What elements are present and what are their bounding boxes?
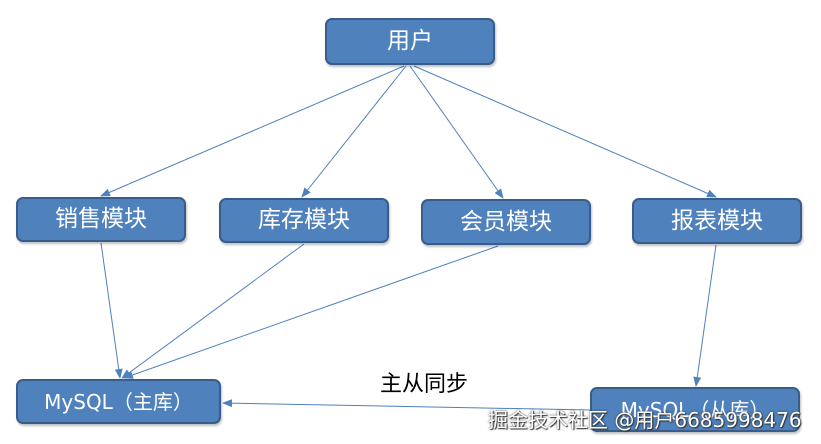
node-report-module: 报表模块 [632,198,802,244]
node-member-module: 会员模块 [421,199,591,245]
node-member-module-label: 会员模块 [460,208,552,235]
node-stock-module: 库存模块 [219,198,389,243]
node-sales-module: 销售模块 [16,197,186,242]
node-master-db-label: MySQL（主库） [44,389,193,414]
node-slave-db: MySQL（从库） [590,387,800,432]
edge-label-sync: 主从同步 [380,372,469,397]
edge-stock-master [121,243,305,379]
edge-slave-master [222,399,591,411]
node-master-db: MySQL（主库） [16,379,221,424]
node-user-label: 用户 [387,28,433,54]
edge-sales-master [100,242,123,379]
node-slave-db-label: MySQL（从库） [620,397,770,422]
edge-user-member [409,65,504,199]
node-stock-module-label: 库存模块 [258,207,350,233]
edge-report-slave [693,244,717,387]
node-user: 用户 [325,18,495,65]
watermark: 掘金技术社区 @用户6685998476 [488,408,802,432]
edge-user-sales [100,65,405,197]
edge-user-report [413,65,717,198]
edge-member-master [123,245,499,379]
edge-user-stock [301,65,407,198]
node-report-module-label: 报表模块 [671,207,763,234]
node-sales-module-label: 销售模块 [55,206,147,232]
